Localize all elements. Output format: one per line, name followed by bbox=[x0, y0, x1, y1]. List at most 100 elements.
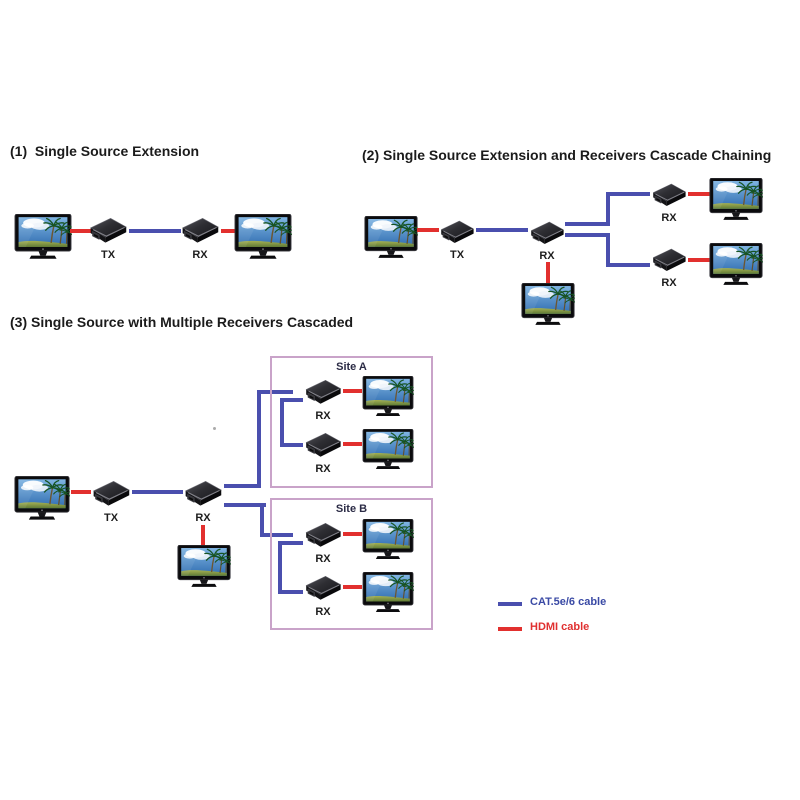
tv-display bbox=[362, 572, 414, 614]
hdmi-cable-line bbox=[343, 532, 362, 536]
site-a-box: Site A bbox=[270, 356, 433, 488]
hdmi-cable-line bbox=[688, 192, 710, 196]
rx-label: RX bbox=[195, 512, 211, 524]
tv-monitor-icon bbox=[14, 214, 72, 261]
tv-display bbox=[709, 178, 763, 222]
tv-monitor-icon bbox=[362, 429, 414, 471]
cat-cable-line bbox=[606, 233, 610, 267]
rx-device: RX bbox=[178, 214, 222, 262]
cat-cable-line bbox=[565, 222, 610, 226]
hdmi-cable-line bbox=[201, 525, 205, 546]
tx-label: TX bbox=[100, 249, 116, 261]
tv-monitor-icon bbox=[709, 178, 763, 222]
tv-monitor-icon bbox=[364, 216, 418, 260]
rx-label: RX bbox=[315, 553, 331, 565]
tx-label: TX bbox=[449, 249, 465, 261]
tv-display bbox=[709, 243, 763, 287]
cat-cable-line bbox=[132, 490, 183, 494]
rx-device: RX bbox=[302, 429, 344, 476]
cat-cable-line bbox=[610, 192, 650, 196]
extender-box-icon bbox=[649, 245, 689, 275]
cat-cable-swatch bbox=[498, 602, 522, 606]
section-3-title: (3) Single Source with Multiple Receiver… bbox=[10, 314, 354, 330]
cat-cable-line bbox=[260, 503, 264, 537]
rx-device: RX bbox=[302, 376, 344, 423]
cat-cable-line bbox=[565, 233, 610, 237]
cat-cable-line bbox=[606, 192, 610, 226]
cat-cable-line bbox=[280, 398, 284, 447]
tv-monitor-icon bbox=[362, 376, 414, 418]
section-2-title: (2) Single Source Extension and Receiver… bbox=[362, 147, 772, 163]
rx-label: RX bbox=[661, 212, 677, 224]
tv-display bbox=[362, 519, 414, 561]
extender-box-icon bbox=[302, 429, 344, 461]
tv-monitor-icon bbox=[177, 545, 231, 589]
artifact-dot bbox=[213, 427, 216, 430]
rx-device: RX bbox=[649, 245, 689, 290]
hdmi-cable-line bbox=[417, 228, 439, 232]
extender-box-icon bbox=[181, 477, 225, 510]
hdmi-cable-line bbox=[688, 258, 710, 262]
site-b-box: Site B bbox=[270, 498, 433, 630]
site-a-label: Site A bbox=[336, 361, 367, 373]
extender-box-icon bbox=[302, 519, 344, 551]
tv-source bbox=[364, 216, 418, 260]
extender-box-icon bbox=[89, 477, 133, 510]
cat-cable-line bbox=[224, 484, 261, 488]
tx-device: TX bbox=[86, 214, 130, 262]
tv-display bbox=[362, 376, 414, 418]
hdmi-cable-line bbox=[71, 490, 91, 494]
rx-label: RX bbox=[315, 410, 331, 422]
cat-cable-line bbox=[278, 541, 303, 545]
tv-monitor-icon bbox=[234, 214, 292, 261]
rx-device: RX bbox=[302, 519, 344, 566]
extender-box-icon bbox=[302, 376, 344, 408]
tv-display bbox=[177, 545, 231, 589]
tv-monitor-icon bbox=[14, 476, 70, 522]
cat-cable-line bbox=[278, 590, 303, 594]
tx-device: TX bbox=[89, 477, 133, 525]
tv-monitor-icon bbox=[362, 519, 414, 561]
tv-display bbox=[362, 429, 414, 471]
tv-source bbox=[14, 476, 70, 522]
rx-device: RX bbox=[527, 218, 567, 263]
tv-monitor-icon bbox=[521, 283, 575, 327]
hdmi-cable-line bbox=[546, 262, 550, 284]
section-1-title: (1) Single Source Extension bbox=[10, 143, 200, 159]
extender-box-icon bbox=[178, 214, 222, 247]
hdmi-cable-line bbox=[343, 442, 362, 446]
extender-box-icon bbox=[437, 217, 477, 247]
cat-cable-line bbox=[129, 229, 181, 233]
tv-monitor-icon bbox=[709, 243, 763, 287]
cat-cable-line bbox=[224, 503, 266, 507]
cat-cable-line bbox=[257, 390, 261, 488]
extender-box-icon bbox=[527, 218, 567, 248]
rx-label: RX bbox=[315, 606, 331, 618]
extender-box-icon bbox=[302, 572, 344, 604]
cat-cable-line bbox=[280, 443, 303, 447]
hdmi-cable-line bbox=[343, 585, 362, 589]
site-b-label: Site B bbox=[335, 503, 368, 515]
cat-cable-line bbox=[476, 228, 528, 232]
rx-device: RX bbox=[649, 180, 689, 225]
rx-label: RX bbox=[315, 463, 331, 475]
rx-label: RX bbox=[192, 249, 208, 261]
tx-label: TX bbox=[103, 512, 119, 524]
hdmi-cable-swatch bbox=[498, 627, 522, 631]
rx-device: RX bbox=[302, 572, 344, 619]
cat-cable-line bbox=[280, 398, 303, 402]
tv-display bbox=[521, 283, 575, 327]
rx-device: RX bbox=[181, 477, 225, 525]
extender-box-icon bbox=[86, 214, 130, 247]
hdmi-cable-line bbox=[343, 389, 362, 393]
tv-monitor-icon bbox=[362, 572, 414, 614]
rx-label: RX bbox=[539, 250, 555, 262]
cat-cable-line bbox=[610, 263, 650, 267]
rx-label: RX bbox=[661, 277, 677, 289]
extender-box-icon bbox=[649, 180, 689, 210]
cat-cable-legend-label: CAT.5e/6 cable bbox=[530, 596, 607, 608]
cat-cable-line bbox=[261, 390, 293, 394]
tv-display bbox=[234, 214, 292, 261]
hdmi-cable-legend-label: HDMI cable bbox=[530, 621, 590, 633]
